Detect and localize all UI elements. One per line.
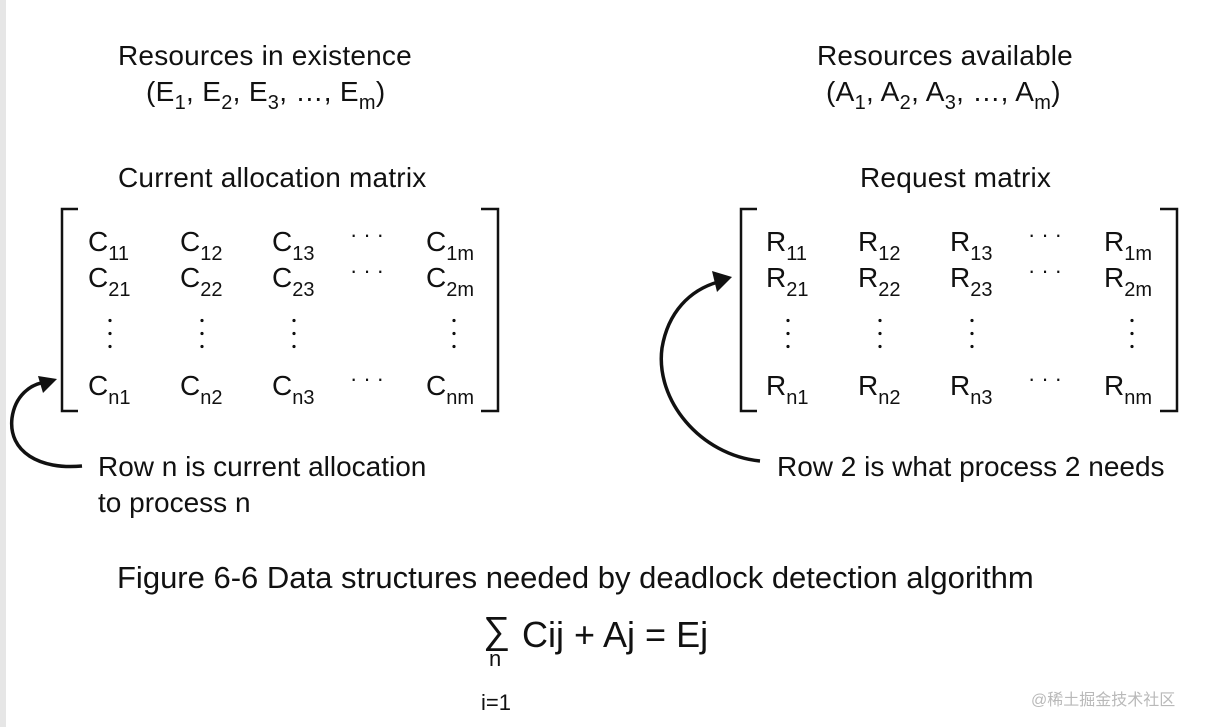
request-matrix-row-ellipsis: ··· xyxy=(1028,222,1068,247)
request-matrix-cell: R13 xyxy=(950,226,993,265)
available-vector-item-1-sub: 1 xyxy=(854,92,867,114)
request-matrix-title: Request matrix xyxy=(860,162,1052,193)
available-vector-comma: , xyxy=(956,76,973,107)
existence-vector-open-paren: ( xyxy=(146,76,156,107)
allocation-matrix-cell: Cn2 xyxy=(180,370,223,409)
available-vector-item-last-sub: m xyxy=(1034,92,1052,114)
request-matrix-cell: R11 xyxy=(766,226,807,265)
available-vector-open-paren: ( xyxy=(826,76,836,107)
right-matrix-open-bracket xyxy=(739,207,757,413)
request-matrix-row-ellipsis: ··· xyxy=(1028,366,1068,391)
current-allocation-title: Current allocation matrix xyxy=(118,162,427,193)
request-matrix-column-ellipsis xyxy=(878,314,882,354)
request-matrix-cell: R22 xyxy=(858,262,901,301)
available-vector-item-3-sub: 3 xyxy=(944,92,957,114)
existence-vector-comma: , xyxy=(323,76,340,107)
request-matrix-cell: R12 xyxy=(858,226,901,265)
allocation-matrix-column-ellipsis xyxy=(200,314,204,354)
allocation-matrix-row-ellipsis: ··· xyxy=(350,222,390,247)
allocation-matrix-cell: C23 xyxy=(272,262,315,301)
allocation-matrix-row-ellipsis: ··· xyxy=(350,366,390,391)
allocation-matrix-cell: Cnm xyxy=(426,370,475,409)
right-note: Row 2 is what process 2 needs xyxy=(777,451,1165,482)
available-vector: (A1, A2, A3, …, Am) xyxy=(826,76,1061,113)
page-left-border xyxy=(0,0,6,727)
request-matrix-cell: R2m xyxy=(1104,262,1153,301)
request-matrix-column-ellipsis xyxy=(1130,314,1134,354)
existence-vector-comma: , xyxy=(279,76,296,107)
left-note-line-2: to process n xyxy=(98,487,251,518)
right-matrix-close-bracket xyxy=(1160,207,1179,413)
available-vector-item-3: A xyxy=(925,76,945,107)
watermark: @稀土掘金技术社区 xyxy=(1031,692,1176,709)
resources-available-title: Resources available xyxy=(817,40,1073,71)
request-matrix-cell: Rn3 xyxy=(950,370,993,409)
available-vector-item-2: A xyxy=(880,76,900,107)
right-arrow-head xyxy=(712,271,732,292)
allocation-matrix-column-ellipsis xyxy=(292,314,296,354)
available-vector-item-1: A xyxy=(835,76,855,107)
allocation-matrix-column-ellipsis xyxy=(108,314,112,354)
allocation-matrix-cell: C11 xyxy=(88,226,129,265)
request-matrix-cell: Rn2 xyxy=(858,370,901,409)
allocation-matrix-cell: C21 xyxy=(88,262,131,301)
existence-vector-item-last: E xyxy=(339,76,359,107)
available-vector-item-last: A xyxy=(1015,76,1035,107)
allocation-matrix-cell: C2m xyxy=(426,262,475,301)
formula-lower-bound: n xyxy=(489,646,502,671)
existence-vector-item-3-sub: 3 xyxy=(267,92,280,114)
allocation-matrix-cell: C22 xyxy=(180,262,223,301)
left-matrix-close-bracket xyxy=(481,207,500,413)
left-matrix-open-bracket xyxy=(60,207,78,413)
request-matrix-cell: R21 xyxy=(766,262,809,301)
formula-index: i=1 xyxy=(481,690,511,715)
existence-vector-item-3: E xyxy=(248,76,268,107)
figure-caption: Figure 6-6 Data structures needed by dea… xyxy=(117,560,1034,595)
allocation-matrix-cell: C13 xyxy=(272,226,315,265)
existence-vector-item-1: E xyxy=(155,76,175,107)
request-matrix-row-ellipsis: ··· xyxy=(1028,258,1068,283)
existence-vector-comma: , xyxy=(186,76,203,107)
available-vector-comma: , xyxy=(911,76,926,107)
available-vector-ellipsis: … xyxy=(972,76,1001,107)
existence-vector-comma: , xyxy=(232,76,249,107)
left-arrow-head xyxy=(38,376,57,393)
available-vector-item-2-sub: 2 xyxy=(899,92,912,114)
allocation-matrix-row-ellipsis: ··· xyxy=(350,258,390,283)
request-matrix-cell: R23 xyxy=(950,262,993,301)
request-matrix-column-ellipsis xyxy=(970,314,974,354)
available-vector-close-paren: ) xyxy=(1051,76,1061,107)
formula-expression: Cij + Aj = Ej xyxy=(522,614,709,655)
left-arrow-curve xyxy=(10,380,83,469)
available-vector-comma: , xyxy=(866,76,881,107)
sigma-symbol: ∑ xyxy=(483,610,511,652)
allocation-matrix-cell: C12 xyxy=(180,226,223,265)
existence-vector-close-paren: ) xyxy=(375,76,386,107)
allocation-matrix-column-ellipsis xyxy=(452,314,456,354)
allocation-matrix-cell: Cn3 xyxy=(272,370,315,409)
request-matrix-cell: R1m xyxy=(1104,226,1153,265)
allocation-matrix-cell: C1m xyxy=(426,226,475,265)
available-vector-comma: , xyxy=(1000,76,1016,107)
request-matrix-cell: Rnm xyxy=(1104,370,1153,409)
existence-vector-item-2-sub: 2 xyxy=(221,92,233,114)
request-matrix-cell: Rn1 xyxy=(766,370,809,409)
right-arrow-curve xyxy=(659,280,761,463)
request-matrix-column-ellipsis xyxy=(786,314,790,354)
existence-vector-item-1-sub: 1 xyxy=(174,92,187,114)
left-note-line-1: Row n is current allocation xyxy=(98,451,427,482)
existence-vector-item-last-sub: m xyxy=(358,92,376,114)
existence-vector: (E1, E2, E3, …, Em) xyxy=(146,76,386,113)
existence-vector-item-2: E xyxy=(202,76,222,107)
existence-vector-ellipsis: … xyxy=(295,76,324,107)
resources-in-existence-title: Resources in existence xyxy=(118,40,412,71)
allocation-matrix-cell: Cn1 xyxy=(88,370,131,409)
